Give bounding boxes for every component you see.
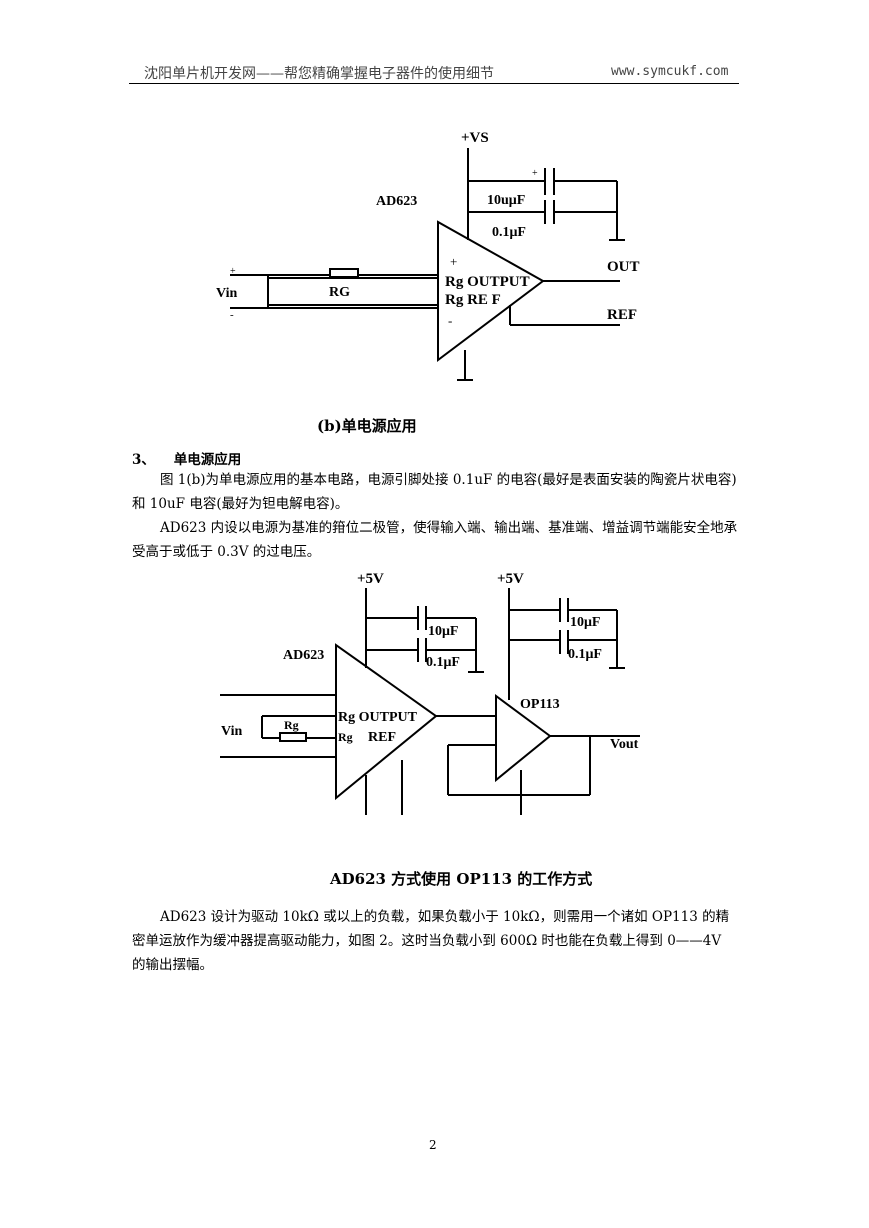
section-heading: 3、 单电源应用 xyxy=(132,448,241,468)
fig2-cap1b-label: 0.1μF xyxy=(426,655,460,670)
fig1-rg-ref-pin: Rg RE F xyxy=(445,292,501,308)
paragraph-2: AD623 内设以电源为基准的箝位二极管，使得输入端、输出端、基准端、增益调节端… xyxy=(132,520,738,560)
fig2-supply2-label: +5V xyxy=(497,571,524,587)
fig1-cap-plus: + xyxy=(532,168,538,179)
fig2-opamp-label: OP113 xyxy=(520,697,560,712)
figure2-caption: AD623 方式使用 OP113 的工作方式 xyxy=(330,870,593,888)
paragraph-3: AD623 设计为驱动 10kΩ 或以上的负载，如果负载小于 10kΩ，则需用一… xyxy=(132,909,730,973)
fig2-cap2a-label: 10μF xyxy=(570,615,601,630)
figure1-caption: (b)单电源应用 xyxy=(317,417,417,435)
fig2-vin-label: Vin xyxy=(221,724,242,739)
fig1-rg-output-pin: Rg OUTPUT xyxy=(445,274,530,290)
fig2-chip-label: AD623 xyxy=(283,648,324,663)
fig1-minus-pin: - xyxy=(448,313,452,328)
fig1-vin-label: Vin xyxy=(216,286,237,301)
fig2-cap1a-label: 10μF xyxy=(428,624,459,639)
fig2-rg-output-pin: Rg OUTPUT xyxy=(338,710,418,725)
fig2-rg-label: Rg xyxy=(284,718,299,732)
figure1-circuit: +VS AD623 + 10uμF 0.1μF + Rg OUTPUT Rg R… xyxy=(216,130,640,381)
figure2-circuit: +5V +5V AD623 10μF 0.1μF 10μF 0.1μF Vin … xyxy=(220,571,640,815)
fig1-out-label: OUT xyxy=(607,259,640,275)
fig2-cap2b-label: 0.1μF xyxy=(568,647,602,662)
paragraph-1: 图 1(b)为单电源应用的基本电路，电源引脚处接 0.1uF 的电容(最好是表面… xyxy=(132,472,737,512)
page-number: 2 xyxy=(429,1138,437,1152)
section-number: 3、 xyxy=(132,452,155,468)
fig1-cap1-label: 10uμF xyxy=(487,193,525,208)
fig1-supply-label: +VS xyxy=(461,130,489,146)
fig1-rg-label: RG xyxy=(329,285,350,300)
header-rule xyxy=(129,83,739,84)
fig1-vin-plus: + xyxy=(230,266,236,277)
fig2-vout-label: Vout xyxy=(610,737,639,752)
fig1-cap2-label: 0.1μF xyxy=(492,225,526,240)
fig1-chip-label: AD623 xyxy=(376,194,417,209)
fig2-supply1-label: +5V xyxy=(357,571,384,587)
fig2-rg-pin: Rg xyxy=(338,730,353,744)
header-title: 沈阳单片机开发网——帮您精确掌握电子器件的使用细节 xyxy=(144,66,494,82)
fig1-vin-minus: - xyxy=(230,309,234,321)
fig1-ref-label: REF xyxy=(607,307,637,323)
section-title: 单电源应用 xyxy=(173,452,242,468)
fig2-ref-pin: REF xyxy=(368,730,396,745)
header-url: www.symcukf.com xyxy=(611,64,729,79)
fig1-plus-pin: + xyxy=(450,254,457,269)
